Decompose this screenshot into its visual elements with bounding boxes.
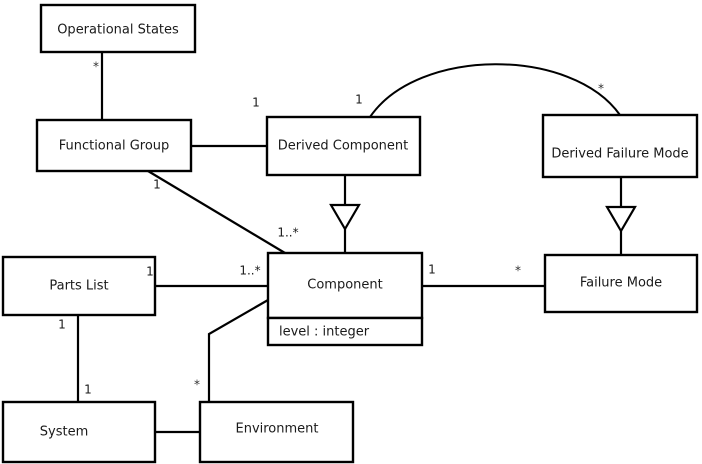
class-name-failure-mode: Failure Mode <box>580 276 662 291</box>
class-name-operational-states: Operational States <box>57 23 179 38</box>
association-derived-component-derived-failure-mode <box>369 63 621 118</box>
multiplicity-component-failure-mode: 1 <box>428 263 436 277</box>
generalization-triangle-derived-failure-mode <box>605 205 637 234</box>
class-name-component: Component <box>307 278 382 293</box>
multiplicity-component-parts-list: 1..* <box>239 264 260 278</box>
class-rect-system <box>1 400 157 464</box>
class-box-parts-list[interactable]: Parts List <box>1 255 157 317</box>
multiplicity-parts-list-system: 1 <box>58 318 66 332</box>
multiplicity-parts-list-component: 1 <box>146 265 154 279</box>
association-functional-group-component <box>147 170 286 254</box>
class-name-derived-failure-mode: Derived Failure Mode <box>551 147 688 162</box>
association-environment-component <box>207 299 269 402</box>
class-name-derived-component: Derived Component <box>278 139 409 154</box>
class-rect-failure-mode <box>543 253 699 314</box>
class-attribute-component-level: level : integer <box>279 325 370 340</box>
class-rect-derived-failure-mode <box>541 113 699 179</box>
class-attributes-compartment-component <box>266 316 424 347</box>
class-rect-environment <box>198 400 355 464</box>
multiplicity-failure-mode-component: * <box>515 264 521 278</box>
multiplicity-arc-derived-component: 1 <box>355 93 363 107</box>
multiplicity-functional-group-derived-component: 1 <box>252 96 260 110</box>
multiplicity-operational-states-functional-group: * <box>93 60 99 74</box>
class-box-derived-component[interactable]: Derived Component <box>265 115 422 177</box>
class-rect-component <box>266 251 424 320</box>
multiplicity-environment-component: * <box>194 378 200 392</box>
class-name-functional-group: Functional Group <box>59 139 170 154</box>
class-box-system[interactable]: System <box>1 400 157 464</box>
class-box-operational-states[interactable]: Operational States <box>39 3 197 54</box>
class-rect-parts-list <box>1 255 157 317</box>
class-box-functional-group[interactable]: Functional Group <box>35 118 193 173</box>
class-name-system: System <box>40 425 88 440</box>
class-box-component[interactable]: Component level : integer <box>266 251 424 347</box>
multiplicity-system-parts-list: 1 <box>84 383 92 397</box>
class-rect-derived-component <box>265 115 422 177</box>
class-box-environment[interactable]: Environment <box>198 400 355 464</box>
multiplicity-arc-derived-failure-mode: * <box>598 82 604 96</box>
class-rect-operational-states <box>39 3 197 54</box>
class-box-failure-mode[interactable]: Failure Mode <box>543 253 699 314</box>
generalization-triangle-derived-component <box>329 203 361 232</box>
multiplicity-functional-group-component: 1 <box>153 178 161 192</box>
class-name-parts-list: Parts List <box>49 279 108 294</box>
class-name-environment: Environment <box>235 422 318 437</box>
multiplicity-component-functional-group: 1..* <box>277 226 298 240</box>
class-box-derived-failure-mode[interactable]: Derived Failure Mode <box>541 113 699 179</box>
class-rect-functional-group <box>35 118 193 173</box>
